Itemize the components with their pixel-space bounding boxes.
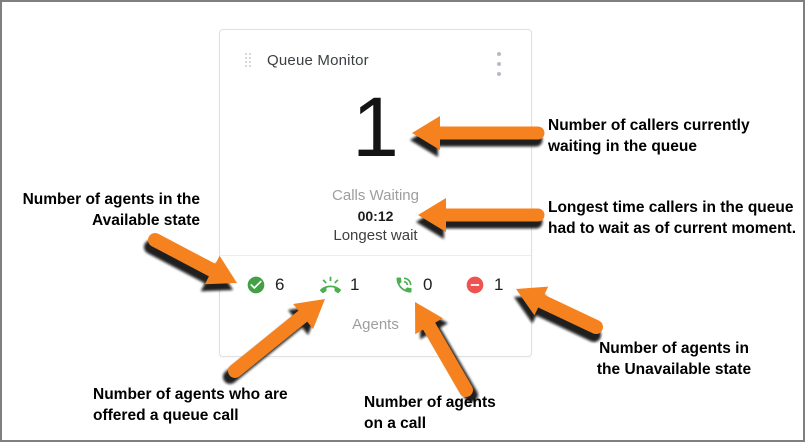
annotation-offered-call: Number of agents who are offered a queue… [93,384,303,426]
annotation-line: the Unavailable state [596,361,752,378]
unavailable-minus-icon [465,275,485,295]
annotation-available: Number of agents in the Available state [20,189,200,231]
agents-label: Agents [352,316,399,333]
longest-wait-label: Longest wait [333,227,418,244]
annotation-line: Number of agents in the [22,191,200,208]
annotation-longest-wait: Longest time callers in the queue had to… [548,197,803,239]
annotation-line: Number of agents who are [93,386,288,403]
on-call-count: 0 [423,275,433,294]
stat-ringing: 1 [320,273,359,297]
annotation-line: Longest time callers in the queue [548,199,794,216]
phone-in-talk-icon [394,275,414,295]
calls-waiting-label: Calls Waiting [332,187,419,204]
annotation-line: offered a queue call [93,407,239,424]
annotation-line: Number of callers currently [548,117,750,134]
ringing-phone-icon [320,275,341,296]
kebab-menu-icon[interactable] [493,50,505,78]
annotation-line: Number of agents [364,394,496,411]
annotation-callers-waiting: Number of callers currently waiting in t… [548,115,763,157]
annotation-line: Number of agents in [599,340,749,357]
annotation-line: waiting in the queue [548,138,697,155]
stat-on-call: 0 [394,273,432,297]
longest-wait-value: 00:12 [357,208,394,224]
annotation-line: had to wait as of current moment. [548,220,797,237]
calls-waiting-value: 1 [352,80,399,174]
stat-unavailable: 1 [465,273,503,297]
card-divider [220,255,531,256]
unavailable-count: 1 [494,275,504,294]
available-check-icon [246,275,266,295]
stat-available: 6 [246,273,284,297]
annotation-unavailable: Number of agents in the Unavailable stat… [590,338,758,380]
drag-handle-icon[interactable] [245,53,253,69]
annotation-on-call: Number of agents on a call [364,392,514,434]
queue-monitor-card: Queue Monitor 1 Calls Waiting 00:12 Long… [219,29,532,357]
annotation-line: Available state [92,212,200,229]
annotation-line: on a call [364,415,427,432]
card-title: Queue Monitor [267,52,369,69]
available-count: 6 [275,275,285,294]
ringing-count: 1 [350,275,360,294]
